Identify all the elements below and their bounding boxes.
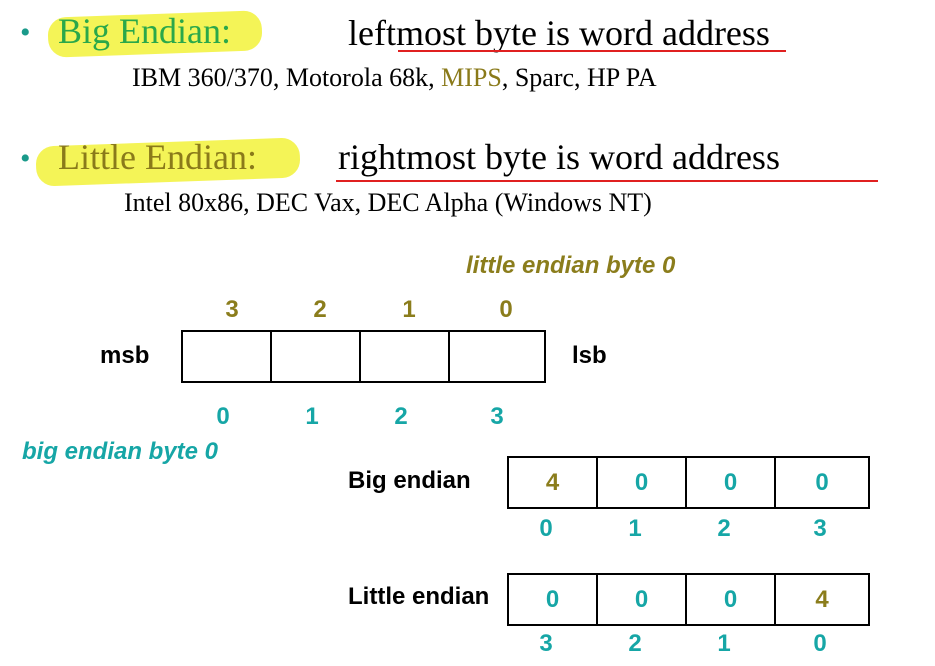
msb-label: msb xyxy=(100,342,150,369)
big-endian-label: Big Endian: xyxy=(58,11,231,51)
top-index: 0 xyxy=(499,296,513,323)
big-endian-index: 0 xyxy=(539,515,553,542)
bottom-index: 1 xyxy=(305,403,319,430)
little-endian-byte0-caption: little endian byte 0 xyxy=(466,252,676,279)
big-endian-index: 3 xyxy=(813,515,827,542)
top-index: 3 xyxy=(225,296,239,323)
big-endian-example-label: Big endian xyxy=(348,467,471,494)
big-endian-index: 1 xyxy=(628,515,642,542)
big-endian-examples: IBM 360/370, Motorola 68k, MIPS, Sparc, … xyxy=(132,63,657,93)
big-endian-underline xyxy=(398,50,786,52)
big-endian-cell: 0 xyxy=(685,456,776,509)
bullet-marker: • xyxy=(20,142,31,175)
little-endian-label: Little Endian: xyxy=(58,137,257,177)
little-endian-cell: 0 xyxy=(507,573,598,626)
little-endian-cell: 0 xyxy=(685,573,776,626)
bottom-index: 2 xyxy=(394,403,408,430)
word-byte-cell xyxy=(270,330,361,383)
examples-text: IBM 360/370, Motorola 68k, xyxy=(132,63,442,92)
big-endian-cell: 0 xyxy=(774,456,870,509)
bottom-index: 3 xyxy=(490,403,504,430)
word-byte-cell xyxy=(359,330,450,383)
top-index: 1 xyxy=(402,296,416,323)
big-endian-byte0-caption: big endian byte 0 xyxy=(22,438,219,465)
little-endian-index: 1 xyxy=(717,630,731,657)
bottom-index: 0 xyxy=(216,403,230,430)
lsb-label: lsb xyxy=(572,342,607,369)
word-byte-cell xyxy=(448,330,546,383)
little-endian-underline xyxy=(336,180,878,182)
mips-text: MIPS xyxy=(441,63,502,92)
little-endian-cell: 4 xyxy=(774,573,870,626)
bullet-marker: • xyxy=(20,16,31,49)
little-endian-cell: 0 xyxy=(596,573,687,626)
big-endian-cell: 4 xyxy=(507,456,598,509)
examples-text-rest: , Sparc, HP PA xyxy=(501,63,657,92)
big-endian-cell: 0 xyxy=(596,456,687,509)
little-endian-index: 0 xyxy=(813,630,827,657)
top-index: 2 xyxy=(313,296,327,323)
word-byte-cell xyxy=(181,330,272,383)
little-endian-example-label: Little endian xyxy=(348,583,490,610)
little-endian-index: 2 xyxy=(628,630,642,657)
little-endian-index: 3 xyxy=(539,630,553,657)
little-endian-description: rightmost byte is word address xyxy=(338,137,780,177)
little-endian-examples: Intel 80x86, DEC Vax, DEC Alpha (Windows… xyxy=(124,188,652,217)
big-endian-description: leftmost byte is word address xyxy=(348,13,770,53)
big-endian-index: 2 xyxy=(717,515,731,542)
